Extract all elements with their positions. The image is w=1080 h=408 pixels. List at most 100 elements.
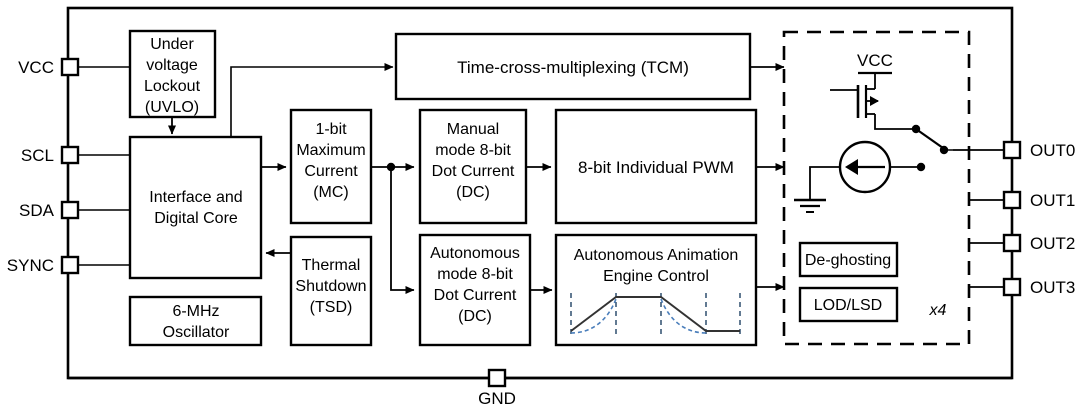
block-tcm-box[interactable] (394, 32, 752, 101)
block-autonomous-dot-current-box[interactable] (418, 233, 532, 347)
wire-interface-to-tcm (230, 63, 394, 137)
pin-out3-square[interactable] (1002, 277, 1022, 297)
output-stage-dashed-boundary (782, 30, 971, 346)
block-lod-lsd-box[interactable] (798, 286, 899, 323)
block-tcm-line-0: Time-cross-multiplexing (TCM) (457, 58, 689, 77)
block-oscillator-line-0: 6-MHz (172, 303, 219, 320)
block-uvlo-line-3: (UVLO) (145, 99, 199, 116)
pin-out2-label: OUT2 (1030, 234, 1075, 253)
animation-waveform-icon (570, 293, 741, 338)
block-autodc-line-1: mode 8-bit (437, 266, 513, 283)
block-pwm-line-0: 8-bit Individual PWM (578, 158, 734, 177)
right-pin-rail: OUT0 OUT1 OUT2 OUT3 (953, 140, 1075, 297)
interconnect-wires (168, 63, 785, 294)
block-uvlo-line-1: voltage (146, 57, 198, 74)
spdt-switch-icon[interactable] (911, 124, 1004, 155)
block-uvlo-line-0: Under (150, 36, 194, 53)
block-interface-line-0: Interface and (149, 189, 242, 206)
output-stage-vcc-label: VCC (857, 51, 893, 70)
current-source-output-node (916, 162, 926, 172)
block-uvlo-line-2: Lockout (144, 78, 201, 95)
pin-out0-label: OUT0 (1030, 141, 1075, 160)
block-interface-digital-core[interactable]: Interface and Digital Core (128, 135, 263, 280)
pin-gnd[interactable]: GND (68, 368, 1012, 408)
pin-sda[interactable]: SDA (19, 200, 130, 220)
pin-sync-square[interactable] (60, 255, 80, 275)
block-thermal-shutdown[interactable]: Thermal Shutdown (TSD) (289, 235, 373, 347)
block-uvlo-box[interactable] (128, 29, 217, 119)
pin-scl-label: SCL (21, 146, 54, 165)
pin-sda-label: SDA (19, 201, 55, 220)
block-deghosting-box[interactable] (798, 241, 899, 278)
pin-out1-square[interactable] (1002, 190, 1022, 210)
block-deghosting-label: De-ghosting (805, 252, 891, 269)
output-stage-multiplier-label: x4 (929, 302, 947, 319)
pin-vcc-square[interactable] (60, 57, 80, 77)
pin-out0-square[interactable] (1002, 140, 1022, 160)
block-autodc-line-3: (DC) (458, 308, 492, 325)
block-manual-dot-current-box[interactable] (418, 108, 528, 225)
block-maximum-current-box[interactable] (289, 108, 373, 225)
pin-scl[interactable]: SCL (21, 145, 130, 165)
block-tcm[interactable]: Time-cross-multiplexing (TCM) (394, 32, 752, 101)
pin-sync[interactable]: SYNC (7, 255, 130, 275)
block-oscillator-box[interactable] (128, 295, 263, 347)
block-animation-line-0: Autonomous Animation (574, 247, 739, 264)
block-manualdc-line-0: Manual (447, 121, 499, 138)
pin-sda-square[interactable] (60, 200, 80, 220)
pin-out2[interactable]: OUT2 (968, 233, 1075, 253)
block-manualdc-line-1: mode 8-bit (435, 142, 511, 159)
block-oscillator-line-1: Oscillator (163, 324, 230, 341)
block-manual-dot-current[interactable]: Manual mode 8-bit Dot Current (DC) (418, 108, 528, 225)
current-source-icon (809, 140, 926, 200)
block-animation-line-1: Engine Control (603, 268, 709, 285)
pmos-body-arrow (870, 96, 879, 106)
waveform-linear-ramp (570, 296, 740, 332)
left-pin-rail: VCC SCL SDA SYNC (7, 57, 130, 275)
block-mc-line-2: Current (304, 163, 358, 180)
block-individual-pwm-box[interactable] (554, 108, 758, 225)
output-stage-group[interactable]: VCC (782, 30, 1004, 346)
block-thermal-shutdown-box[interactable] (289, 235, 373, 347)
block-oscillator[interactable]: 6-MHz Oscillator (128, 295, 263, 347)
block-animation-engine[interactable]: Autonomous Animation Engine Control (554, 233, 758, 347)
block-interface-box[interactable] (128, 135, 263, 280)
pin-vcc-label: VCC (18, 58, 54, 77)
block-uvlo[interactable]: Under voltage Lockout (UVLO) (128, 29, 217, 119)
block-animation-engine-box[interactable] (554, 233, 758, 347)
current-source-arrow-head (845, 159, 858, 175)
pin-scl-square[interactable] (60, 145, 80, 165)
block-tsd-line-0: Thermal (302, 257, 361, 274)
block-autodc-line-0: Autonomous (430, 245, 520, 262)
block-mc-line-1: Maximum (296, 142, 365, 159)
block-manualdc-line-2: Dot Current (432, 163, 515, 180)
block-tsd-line-2: (TSD) (310, 299, 353, 316)
pmos-drain-to-switch (874, 114, 915, 130)
waveform-exponential-rise (570, 298, 617, 334)
switch-blade[interactable] (915, 128, 944, 149)
block-autodc-line-2: Dot Current (434, 287, 517, 304)
pin-gnd-label: GND (478, 389, 516, 408)
block-autonomous-dot-current[interactable]: Autonomous mode 8-bit Dot Current (DC) (418, 233, 532, 347)
block-interface-line-1: Digital Core (154, 210, 238, 227)
block-deghosting[interactable]: De-ghosting (798, 241, 899, 278)
current-source-to-ground (809, 166, 840, 200)
pin-gnd-square[interactable] (487, 368, 507, 388)
pin-out3-label: OUT3 (1030, 278, 1075, 297)
block-individual-pwm[interactable]: 8-bit Individual PWM (554, 108, 758, 225)
pin-out2-square[interactable] (1002, 233, 1022, 253)
block-lod-lsd[interactable]: LOD/LSD (798, 286, 899, 323)
block-mc-line-0: 1-bit (315, 121, 347, 138)
block-tsd-line-1: Shutdown (295, 278, 366, 295)
pmos-transistor-icon (830, 85, 915, 130)
wire-mc-to-autodc (390, 167, 415, 294)
pin-out1-label: OUT1 (1030, 191, 1075, 210)
block-mc-line-3: (MC) (313, 184, 349, 201)
block-maximum-current[interactable]: 1-bit Maximum Current (MC) (289, 108, 373, 225)
ground-symbol-icon (794, 198, 826, 213)
pin-vcc[interactable]: VCC (18, 57, 130, 77)
waveform-exponential-fall (660, 298, 707, 334)
output-bus-wires (969, 199, 1004, 288)
